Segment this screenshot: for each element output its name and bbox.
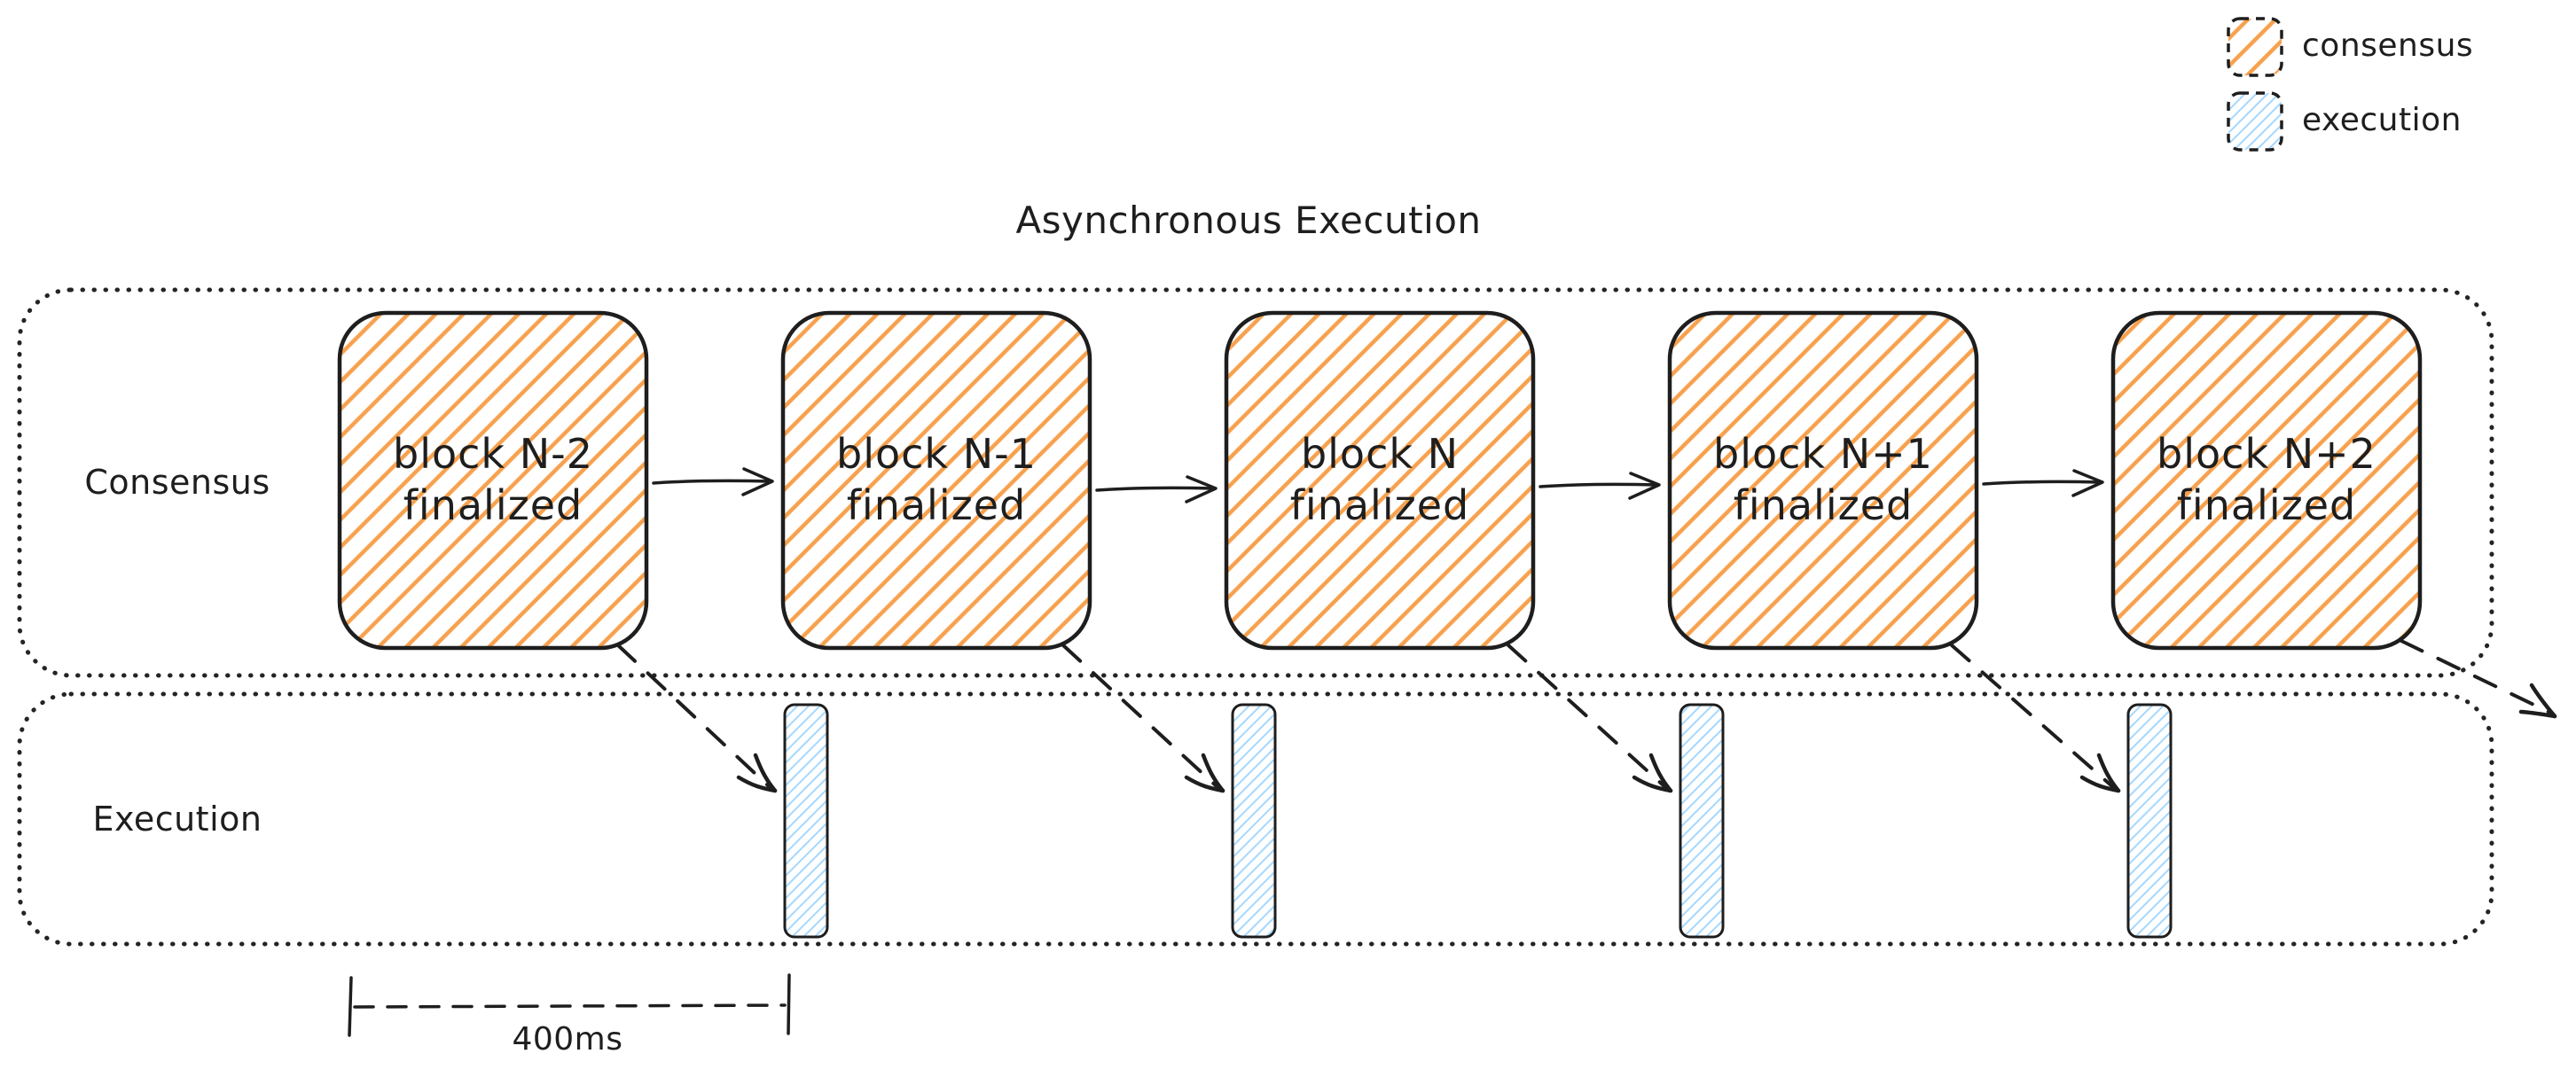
legend-execution-swatch [2227, 91, 2283, 152]
block-label-line2: finalized [846, 481, 1027, 529]
dispatch-arrow-3 [1507, 644, 1673, 793]
block-label-line2: finalized [1289, 481, 1470, 529]
block-label-line1: block N+1 [1713, 430, 1933, 479]
dispatch-arrow-1 [616, 644, 778, 793]
consensus-lane-border [17, 287, 2494, 678]
legend-consensus-label: consensus [2302, 27, 2474, 64]
block-sequence-arrow-1 [652, 467, 774, 496]
consensus-lane-label: Consensus [84, 463, 270, 502]
block-label-n-minus-2: block N-2 finalized [340, 313, 646, 648]
block-label-line1: block N-2 [393, 430, 593, 479]
block-sequence-arrow-4 [1982, 469, 2104, 497]
dispatch-arrow-5 [2400, 639, 2557, 719]
dispatch-arrow-2 [1061, 644, 1225, 793]
block-label-line1: block N [1300, 430, 1460, 479]
execution-bar-1 [783, 703, 829, 939]
block-label-n-plus-2: block N+2 finalized [2113, 313, 2420, 648]
dispatch-arrow-4 [1950, 644, 2121, 793]
legend-consensus-swatch [2227, 17, 2283, 77]
block-label-n: block N finalized [1226, 313, 1533, 648]
execution-bar-2 [1231, 703, 1277, 939]
block-label-line1: block N+2 [2157, 430, 2376, 479]
consensus-block-n [1224, 310, 1536, 651]
measure-400ms-label: 400ms [512, 1021, 623, 1057]
block-sequence-arrow-2 [1095, 475, 1218, 503]
block-sequence-arrow-3 [1539, 472, 1661, 500]
consensus-block-n-minus-1 [780, 310, 1092, 651]
block-label-line2: finalized [1733, 481, 1914, 529]
consensus-block-n-plus-2 [2110, 310, 2423, 651]
execution-bar-4 [2126, 703, 2173, 939]
execution-bar-3 [1679, 703, 1725, 939]
measure-400ms-bracket [348, 973, 791, 1037]
consensus-block-n-plus-1 [1667, 310, 1979, 651]
block-label-n-plus-1: block N+1 finalized [1670, 313, 1977, 648]
diagram-title: Asynchronous Execution [1015, 199, 1482, 242]
execution-lane-label: Execution [92, 800, 262, 839]
block-label-line2: finalized [2176, 481, 2357, 529]
legend-execution-label: execution [2302, 102, 2462, 138]
execution-lane-border [17, 691, 2494, 947]
block-label-line1: block N-1 [836, 430, 1037, 479]
block-label-line2: finalized [403, 481, 583, 529]
block-label-n-minus-1: block N-1 finalized [783, 313, 1090, 648]
consensus-block-n-minus-2 [337, 310, 649, 651]
